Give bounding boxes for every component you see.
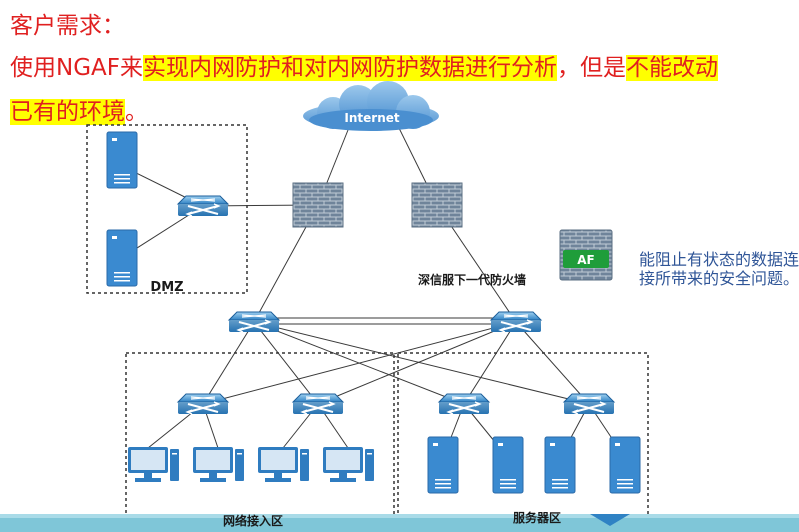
access-zone-box	[125, 352, 395, 529]
pc-icon	[258, 447, 309, 482]
firewall-icon	[411, 182, 463, 228]
server-zone-label: 服务器区	[513, 510, 561, 525]
af-appliance-icon	[559, 229, 613, 281]
access-switch-icon	[292, 393, 344, 415]
server-switch-icon	[563, 393, 615, 415]
access-switch-icon	[177, 393, 229, 415]
requirement-line-1: 使用NGAF来实现内网防护和对内网防护数据进行分析，但是不能改动	[10, 48, 718, 82]
internet-cloud-icon	[303, 81, 439, 131]
server-switch-icon	[438, 393, 490, 415]
dmz-label: DMZ	[150, 280, 183, 295]
req-part-4-highlight: 不能改动	[626, 55, 718, 81]
dmz-zone	[86, 124, 248, 294]
dmz-server-icon	[106, 131, 138, 189]
heading: 客户需求：	[10, 13, 125, 39]
req-part-1: 使用NGAF来	[10, 55, 143, 81]
dmz-server-icon	[106, 229, 138, 287]
af-description-note: 能阻止有状态的数据连接所带来的安全问题。	[639, 250, 799, 288]
server-icon	[609, 436, 641, 494]
footer-band-highlight	[0, 514, 799, 518]
pc-icon	[323, 447, 374, 482]
core-switch-icon	[490, 311, 542, 333]
server-icon	[427, 436, 459, 494]
req-part-5-highlight: 已有的环境	[10, 99, 125, 125]
ngaf-firewall-label: 深信服下一代防火墙	[418, 272, 526, 287]
req-part-3: ，但是	[557, 55, 626, 81]
server-icon	[492, 436, 524, 494]
pc-icon	[193, 447, 244, 482]
server-icon	[544, 436, 576, 494]
req-part-2-highlight: 实现内网防护和对内网防护数据进行分析	[143, 55, 557, 81]
footer-arrow-icon	[590, 514, 630, 526]
firewall-icon	[292, 182, 344, 228]
access-zone-label: 网络接入区	[223, 513, 283, 528]
requirement-line-2: 已有的环境。	[10, 92, 148, 126]
internet-label: Internet	[344, 111, 399, 125]
af-label: AF	[577, 253, 594, 267]
req-part-6: 。	[125, 99, 148, 125]
core-switch-icon	[228, 311, 280, 333]
dmz-switch-icon	[177, 195, 229, 217]
pc-icon	[128, 447, 179, 482]
